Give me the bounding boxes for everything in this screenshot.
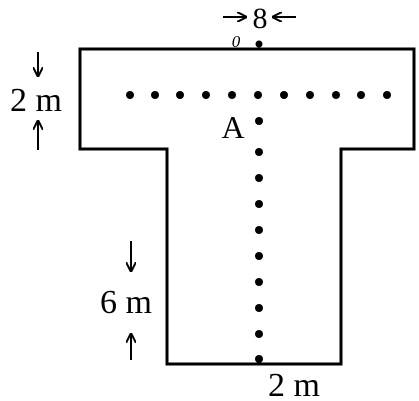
top-dimension-value: 8 [253,2,268,35]
top-dimension-subscript: 0 [232,32,241,51]
flange-height-label: 2 m [10,82,62,119]
point-a-label: A [221,109,244,145]
web-height-label: 6 m [100,284,152,321]
horizontal-dotted-line [126,91,391,99]
vertical-dotted-line [255,40,263,363]
t-shape-outline [78,47,416,366]
web-width-label: 2 m [268,367,320,401]
